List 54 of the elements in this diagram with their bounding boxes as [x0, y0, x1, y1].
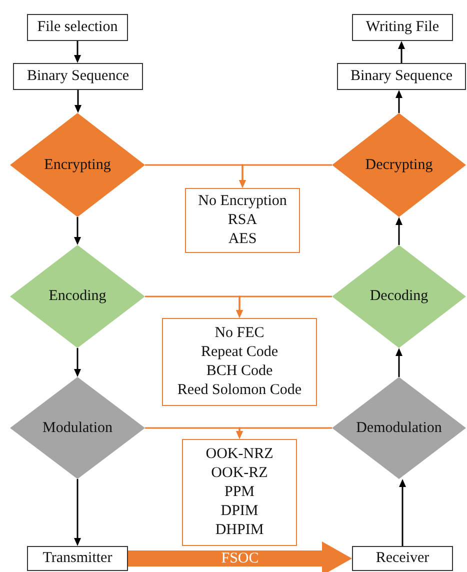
node-label: Binary Sequence [26, 67, 130, 86]
decision-diamond [10, 377, 145, 479]
process-box [27, 14, 128, 41]
node-label: Binary Sequence [350, 67, 453, 86]
process-box [337, 63, 466, 90]
node-label: Receiver [376, 549, 430, 568]
node-label: Encoding [48, 287, 106, 306]
option-label: AES [228, 230, 257, 249]
arrow [239, 164, 332, 188]
node-label: Encrypting [44, 156, 111, 174]
process-box [27, 546, 128, 571]
node-label: Modulation [42, 418, 112, 438]
arrow [396, 90, 402, 113]
decision-diamond [332, 245, 466, 348]
arrow [396, 217, 402, 245]
option-label: OOK-RZ [211, 464, 268, 483]
option-label: BCH Code [206, 362, 273, 381]
option-label: Reed Solomon Code [177, 381, 302, 400]
node-label: Demodulation [356, 418, 442, 438]
option-label: No Encryption [198, 192, 287, 211]
option-box [185, 188, 300, 253]
decision-diamond [10, 245, 145, 348]
option-box [162, 318, 317, 406]
option-label: No FEC [214, 324, 264, 343]
option-label: OOK-NRZ [206, 445, 274, 464]
arrow [396, 348, 402, 377]
process-box [352, 14, 453, 41]
arrow [398, 41, 405, 63]
arrow [74, 348, 81, 377]
transmission-arrow [128, 542, 352, 572]
decision-diamond [10, 113, 145, 217]
node-label: Decoding [370, 287, 428, 306]
arrow [399, 479, 406, 546]
decision-diamond [332, 377, 466, 479]
arrow [236, 427, 332, 439]
arrow [74, 41, 81, 63]
arrow [74, 479, 81, 546]
arrow [74, 217, 81, 245]
process-box [352, 546, 453, 571]
node-label: Transmitter [42, 549, 112, 568]
option-label: RSA [228, 211, 258, 230]
option-label: DPIM [220, 502, 258, 521]
arrow [236, 296, 332, 318]
process-box [13, 63, 143, 90]
node-label: Writing File [366, 18, 440, 37]
arrow [74, 90, 82, 113]
option-label: Repeat Code [200, 343, 278, 362]
node-label: File selection [37, 18, 118, 37]
option-label: DHPIM [215, 521, 264, 540]
option-label: PPM [224, 483, 255, 502]
node-label: Decrypting [365, 156, 433, 174]
option-box [182, 439, 297, 546]
edge-label: FSOC [221, 550, 259, 567]
decision-diamond [332, 113, 466, 217]
